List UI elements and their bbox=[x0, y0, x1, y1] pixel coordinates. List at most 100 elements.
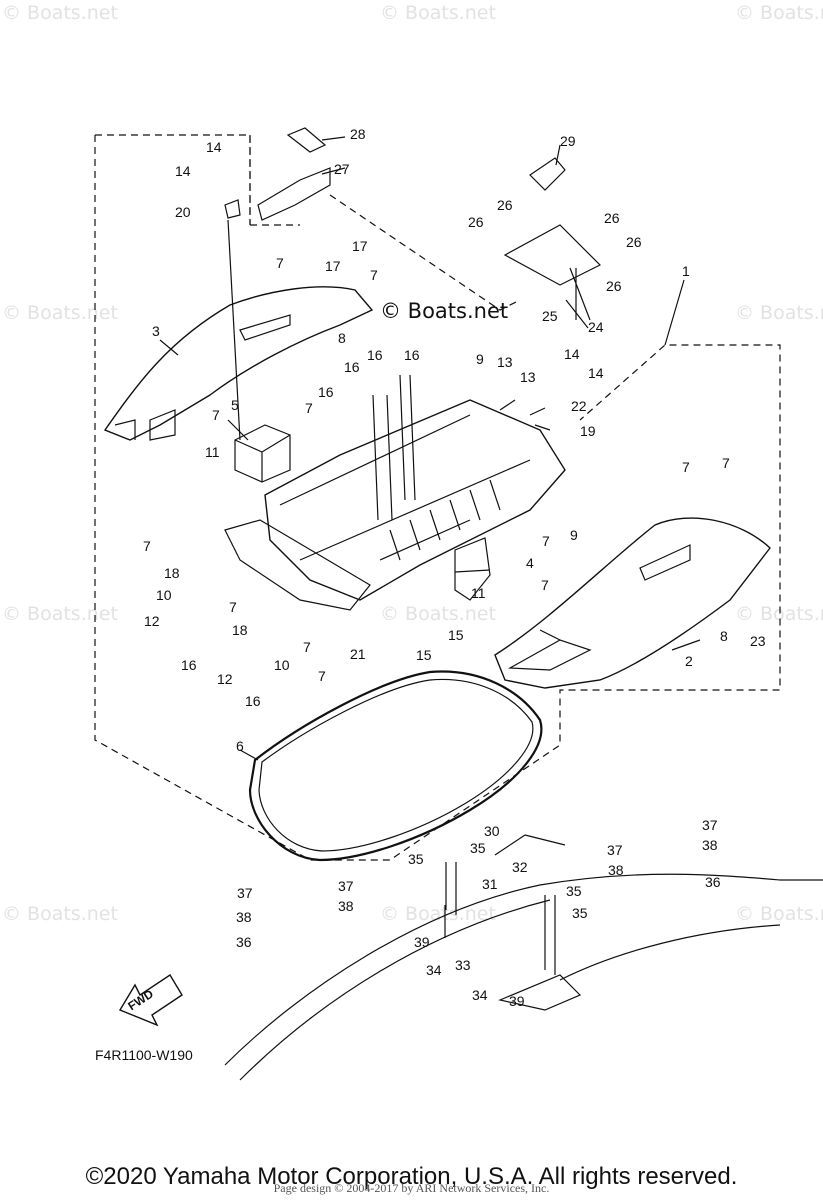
watermark: © Boats.net bbox=[2, 2, 118, 24]
callout: 35 bbox=[408, 851, 424, 867]
callout: 7 bbox=[143, 538, 151, 554]
callout: 16 bbox=[245, 693, 261, 709]
callout: 37 bbox=[702, 817, 718, 833]
callout: 12 bbox=[144, 613, 160, 629]
callout: 17 bbox=[325, 258, 341, 274]
callout: 23 bbox=[750, 633, 766, 649]
callout: 12 bbox=[217, 671, 233, 687]
callout: 26 bbox=[497, 197, 513, 213]
part-3-left-cover bbox=[103, 286, 374, 441]
watermark: © Boats.net bbox=[2, 903, 118, 925]
callout: 38 bbox=[608, 862, 624, 878]
callout: 39 bbox=[509, 993, 525, 1009]
page-credit: Page design © 2004-2017 by ARI Network S… bbox=[273, 1181, 550, 1195]
callout: 18 bbox=[232, 622, 248, 638]
callout: 37 bbox=[607, 842, 623, 858]
callout: 10 bbox=[274, 657, 290, 673]
callout: 17 bbox=[352, 238, 368, 254]
callout: 7 bbox=[541, 577, 549, 593]
callout: 33 bbox=[455, 957, 471, 973]
callout: 16 bbox=[367, 347, 383, 363]
callout: 27 bbox=[334, 161, 350, 177]
watermark: © Boats.net bbox=[2, 603, 118, 625]
copyright-text: ©2020 Yamaha Motor Corporation, U.S.A. A… bbox=[85, 1163, 738, 1190]
callout: 39 bbox=[414, 934, 430, 950]
callout: 13 bbox=[497, 354, 513, 370]
callout: 5 bbox=[231, 397, 239, 413]
part-27-bracket bbox=[257, 167, 331, 221]
part-4-box bbox=[454, 537, 491, 601]
callout: 38 bbox=[702, 837, 718, 853]
callout: 35 bbox=[470, 840, 486, 856]
callout: 31 bbox=[482, 876, 498, 892]
part-20-clip bbox=[224, 199, 241, 219]
part-25-bracket bbox=[503, 224, 602, 286]
callout: 26 bbox=[606, 278, 622, 294]
diagram-code: F4R1100-W190 bbox=[95, 1047, 193, 1063]
fwd-arrow-icon bbox=[118, 974, 183, 1027]
watermark: © Boats.net bbox=[735, 903, 823, 925]
callout: 7 bbox=[682, 459, 690, 475]
part-5-box bbox=[234, 424, 291, 483]
callout: 28 bbox=[350, 126, 366, 142]
callout: 4 bbox=[526, 555, 534, 571]
callout: 9 bbox=[476, 351, 484, 367]
callout: 16 bbox=[404, 347, 420, 363]
callout: 20 bbox=[175, 204, 191, 220]
callout: 25 bbox=[542, 308, 558, 324]
callout: 36 bbox=[705, 874, 721, 890]
sub-boundary bbox=[329, 194, 521, 311]
callout: 35 bbox=[572, 905, 588, 921]
callout: 14 bbox=[206, 139, 222, 155]
callout: 7 bbox=[276, 255, 284, 271]
callout: 14 bbox=[588, 365, 604, 381]
callout: 11 bbox=[205, 444, 220, 460]
callout: 26 bbox=[468, 214, 484, 230]
watermark: © Boats.net bbox=[2, 302, 118, 324]
callout: 8 bbox=[720, 628, 728, 644]
callout: 22 bbox=[571, 398, 587, 414]
callout: 7 bbox=[229, 599, 237, 615]
watermark: © Boats.net bbox=[735, 302, 823, 324]
callout: 38 bbox=[338, 898, 354, 914]
callout: 8 bbox=[338, 330, 346, 346]
callout: 16 bbox=[344, 359, 360, 375]
callout: 11 bbox=[471, 585, 486, 601]
callout: 36 bbox=[236, 934, 252, 950]
callout: 38 bbox=[236, 909, 252, 925]
callout: 37 bbox=[338, 878, 354, 894]
callout: 15 bbox=[448, 627, 464, 643]
part-29-cover bbox=[529, 157, 566, 191]
callout: 7 bbox=[722, 455, 730, 471]
callout: 18 bbox=[164, 565, 180, 581]
callout: 7 bbox=[212, 407, 220, 423]
callout: 16 bbox=[318, 384, 334, 400]
callout: 7 bbox=[303, 639, 311, 655]
part-28-plate bbox=[286, 127, 327, 153]
callout: 26 bbox=[626, 234, 642, 250]
callout: 13 bbox=[520, 369, 536, 385]
callout: 2 bbox=[685, 653, 693, 669]
callout: 7 bbox=[370, 267, 378, 283]
callout: 30 bbox=[484, 823, 500, 839]
bracket-27-boundary bbox=[249, 135, 300, 226]
callout: 37 bbox=[237, 885, 253, 901]
watermark: © Boats.net bbox=[380, 2, 496, 24]
watermark: © Boats.net bbox=[380, 603, 496, 625]
callout: 34 bbox=[472, 987, 488, 1003]
watermark: © Boats.net bbox=[735, 2, 823, 24]
watermark-center: © Boats.net bbox=[380, 299, 509, 323]
assembly-boundary bbox=[94, 134, 781, 861]
callout: 14 bbox=[564, 346, 580, 362]
callout: 26 bbox=[604, 210, 620, 226]
callout: 21 bbox=[350, 646, 366, 662]
callout: 32 bbox=[512, 859, 528, 875]
callout: 29 bbox=[560, 133, 576, 149]
callout: 1 bbox=[682, 263, 690, 279]
callout: 6 bbox=[236, 738, 244, 754]
callout: 19 bbox=[580, 423, 596, 439]
callout: 16 bbox=[181, 657, 197, 673]
part-2-right-cover bbox=[494, 517, 771, 689]
callout: 7 bbox=[318, 668, 326, 684]
